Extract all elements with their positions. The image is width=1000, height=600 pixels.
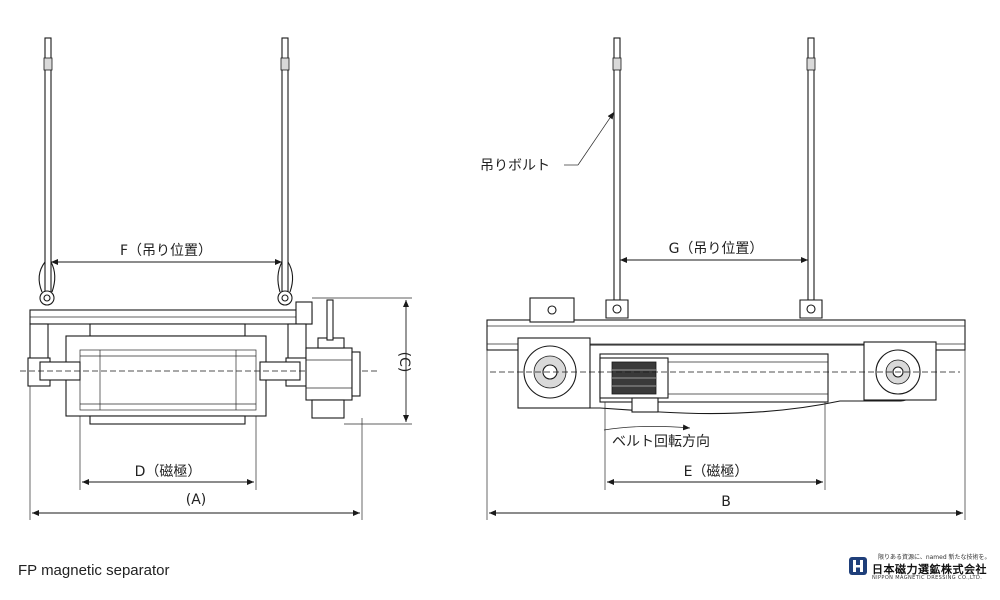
right-motor — [599, 357, 669, 413]
tail-pulley — [863, 341, 937, 401]
dim-g-label: G（吊り位置） — [669, 241, 764, 257]
drive-pulley — [517, 337, 591, 409]
right-front-view: 吊りボルト — [480, 37, 966, 520]
company-logo: 限りある資源に、named 新たな技術を。 日本磁力選鉱株式会社 NIPPON … — [848, 552, 991, 584]
dim-f-label: F（吊り位置） — [120, 243, 212, 259]
left-side-view: F（吊り位置） (C) D（磁極） (A) — [20, 37, 412, 520]
company-tagline: 限りある資源に、named 新たな技術を。 — [878, 554, 991, 561]
company-name-jp: 日本磁力選鉱株式会社 — [872, 563, 987, 576]
label-bolt: 吊りボルト — [480, 158, 550, 174]
company-name-en: NIPPON MAGNETIC DRESSING CO.,LTD. — [872, 575, 983, 581]
left-hanging-bolt-2 — [277, 37, 294, 306]
left-magnet-body — [65, 335, 267, 417]
left-magnet-top-plate — [89, 323, 246, 337]
right-hanging-bolt-2 — [799, 37, 823, 319]
dim-d-label: D（磁極） — [135, 464, 202, 480]
company-logo-icon — [849, 557, 867, 575]
dim-b-label: B — [721, 494, 731, 510]
dim-a-label: (A) — [186, 492, 207, 508]
left-motor — [305, 299, 361, 419]
dim-e-label: E（磁極） — [684, 464, 749, 480]
dim-c-label: (C) — [396, 352, 412, 373]
left-hanging-bolt-1 — [38, 37, 56, 306]
caption: FP magnetic separator — [18, 562, 170, 579]
label-belt-direction: ベルト回転方向 — [612, 434, 710, 450]
right-hanging-bolt-1 — [605, 37, 629, 319]
